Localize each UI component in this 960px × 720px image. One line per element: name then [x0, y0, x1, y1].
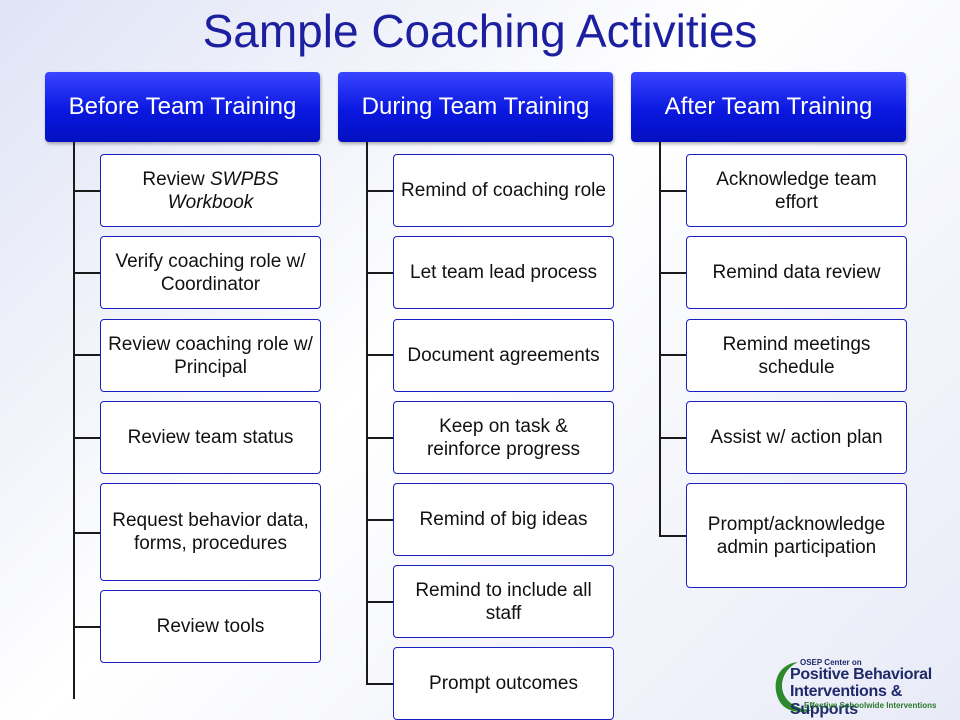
connector-line — [366, 354, 393, 356]
activity-box: Remind to include all staff — [393, 565, 614, 638]
activity-box: Prompt outcomes — [393, 647, 614, 720]
connector-line — [659, 272, 686, 274]
connector-line — [73, 272, 100, 274]
connector-line — [659, 354, 686, 356]
connector-line — [366, 683, 393, 685]
connector-line — [73, 142, 75, 699]
connector-line — [73, 190, 100, 192]
connector-line — [73, 626, 100, 628]
activity-box: Remind of big ideas — [393, 483, 614, 556]
logo-line: Positive Behavioral — [790, 666, 932, 683]
activity-box: Remind data review — [686, 236, 907, 309]
connector-line — [659, 190, 686, 192]
activity-box: Remind meetings schedule — [686, 319, 907, 392]
activity-box: Acknowledge team effort — [686, 154, 907, 227]
activity-box: Review team status — [100, 401, 321, 474]
activity-box: Verify coaching role w/ Coordinator — [100, 236, 321, 309]
connector-line — [659, 535, 686, 537]
activity-box: Document agreements — [393, 319, 614, 392]
connector-line — [366, 272, 393, 274]
activity-box: Remind of coaching role — [393, 154, 614, 227]
activity-box: Keep on task & reinforce progress — [393, 401, 614, 474]
activity-box: Request behavior data, forms, procedures — [100, 483, 321, 581]
page-title: Sample Coaching Activities — [202, 5, 758, 57]
pbis-logo: OSEP Center on Positive Behavioral Inter… — [768, 656, 956, 718]
connector-line — [366, 519, 393, 521]
activity-box: Let team lead process — [393, 236, 614, 309]
activity-box: Review tools — [100, 590, 321, 663]
swoosh-icon — [775, 662, 812, 712]
connector-line — [366, 437, 393, 439]
connector-line — [366, 601, 393, 603]
activity-box: Prompt/acknowledge admin participation — [686, 483, 907, 588]
column-header: Before Team Training — [45, 72, 320, 142]
activity-box: Review SWPBS Workbook — [100, 154, 321, 227]
logo-line: Interventions & Supports — [790, 683, 902, 718]
column-header: After Team Training — [631, 72, 906, 142]
logo-line: Effective Schoolwide Interventions — [804, 701, 937, 710]
logo-line: OSEP Center on — [800, 658, 862, 667]
connector-line — [73, 437, 100, 439]
connector-line — [73, 532, 100, 534]
activity-box: Assist w/ action plan — [686, 401, 907, 474]
connector-line — [659, 142, 661, 536]
column-header: During Team Training — [338, 72, 613, 142]
connector-line — [659, 437, 686, 439]
connector-line — [73, 354, 100, 356]
activity-box: Review coaching role w/ Principal — [100, 319, 321, 392]
connector-line — [366, 190, 393, 192]
connector-line — [366, 142, 368, 684]
